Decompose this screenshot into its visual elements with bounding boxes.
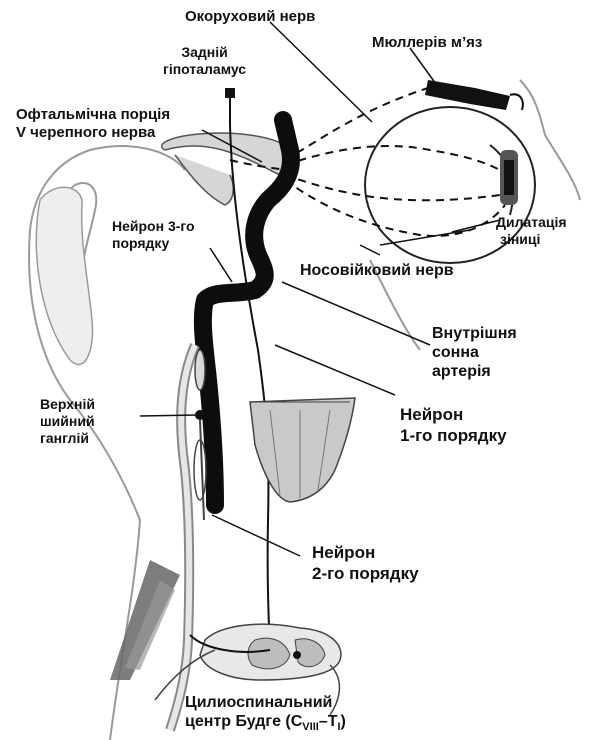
label-superior-cervical-ganglion: Верхній шийний ганглій bbox=[40, 396, 95, 447]
label-second-order-line1: Нейрон bbox=[312, 542, 419, 563]
ear-shape bbox=[36, 187, 92, 364]
label-internal-carotid: Внутрішня сонна артерія bbox=[432, 324, 517, 381]
label-internal-carotid-line3: артерія bbox=[432, 362, 517, 381]
label-internal-carotid-line2: сонна bbox=[432, 343, 517, 362]
label-ophthalmic-line1: Офтальмічна порція bbox=[16, 106, 170, 124]
label-third-order-line1: Нейрон 3-го bbox=[112, 218, 195, 235]
sympathetic-trunk bbox=[170, 345, 206, 730]
label-first-order-line1: Нейрон bbox=[400, 404, 507, 425]
label-second-order-neuron: Нейрон 2-го порядку bbox=[312, 542, 419, 584]
neck-muscle bbox=[110, 560, 180, 680]
label-budge-sub-viii: VIII bbox=[302, 721, 319, 733]
label-budge-center: Цилиоспинальний центр Будге (СVIII–ТI) bbox=[185, 693, 346, 737]
muller-muscle-shape bbox=[425, 80, 523, 110]
label-superior-ganglion-line3: ганглій bbox=[40, 430, 95, 447]
label-first-order-neuron: Нейрон 1-го порядку bbox=[400, 404, 507, 446]
label-internal-carotid-line1: Внутрішня bbox=[432, 324, 517, 343]
label-muller-muscle: Мюллерів м’яз bbox=[372, 34, 482, 52]
label-pupil-dilation-line1: Дилатація bbox=[496, 214, 567, 231]
label-second-order-line2: 2-го порядку bbox=[312, 563, 419, 584]
label-pupil-dilation: Дилатація зіниці bbox=[496, 214, 567, 248]
label-budge-line1: Цилиоспинальний bbox=[185, 693, 346, 712]
brainstem-shape bbox=[250, 398, 355, 502]
label-posterior-hypothalamus: Задній гіпоталамус bbox=[163, 44, 246, 78]
label-pupil-dilation-line2: зіниці bbox=[496, 231, 567, 248]
label-ophthalmic-portion: Офтальмічна порція V черепного нерва bbox=[16, 106, 170, 142]
label-superior-ganglion-line1: Верхній bbox=[40, 396, 95, 413]
label-budge-line2: центр Будге (СVIII–ТI) bbox=[185, 712, 346, 737]
label-budge-text: центр Будге (С bbox=[185, 713, 302, 730]
label-ophthalmic-line2: V черепного нерва bbox=[16, 124, 170, 142]
label-third-order-neuron: Нейрон 3-го порядку bbox=[112, 218, 195, 252]
label-ciliary-nerve: Окоруховий нерв bbox=[185, 8, 315, 26]
label-posterior-hypothalamus-line1: Задній bbox=[163, 44, 246, 61]
label-first-order-line2: 1-го порядку bbox=[400, 425, 507, 446]
label-third-order-line2: порядку bbox=[112, 235, 195, 252]
label-superior-ganglion-line2: шийний bbox=[40, 413, 95, 430]
label-budge-dash: –Т bbox=[319, 713, 338, 730]
label-nasociliary-nerve: Носовійковий нерв bbox=[300, 262, 454, 280]
neuron-first-order bbox=[225, 88, 274, 654]
label-budge-close: ) bbox=[341, 713, 346, 730]
label-posterior-hypothalamus-line2: гіпоталамус bbox=[163, 61, 246, 78]
